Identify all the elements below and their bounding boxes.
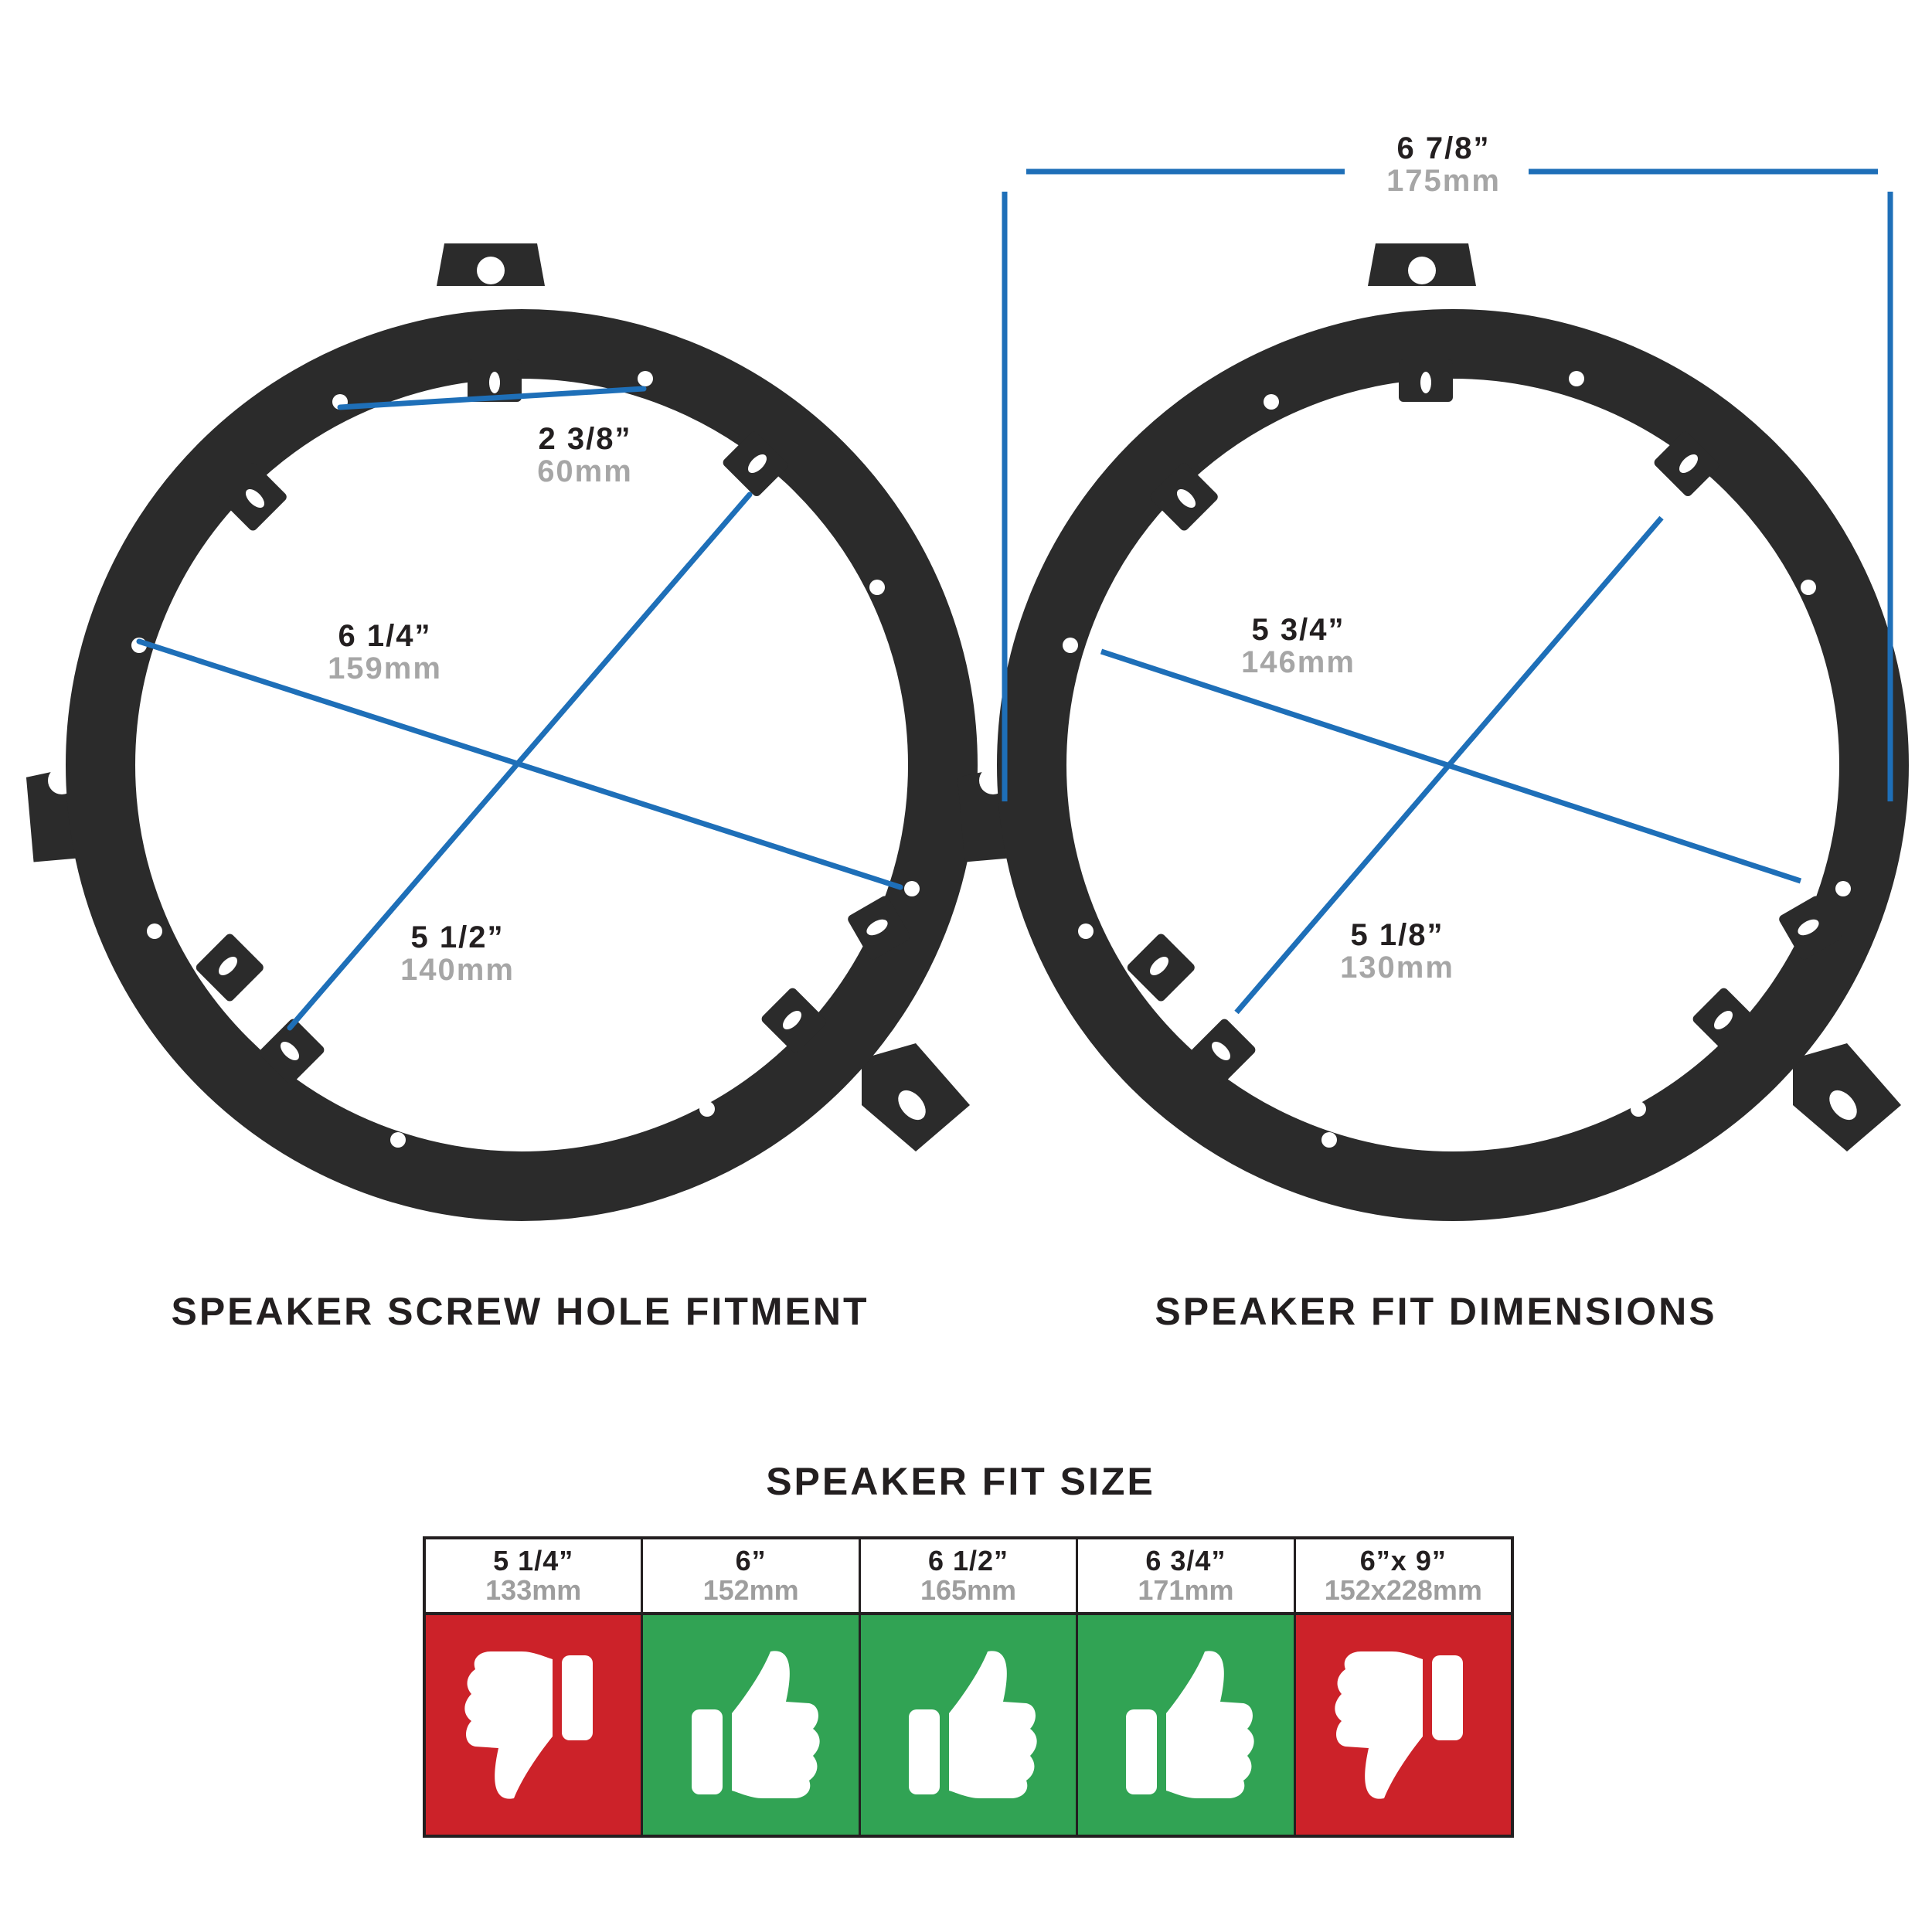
left-adapter-ring xyxy=(26,243,970,1186)
fit-size-header: 5 1/4” 133mm xyxy=(426,1539,641,1612)
fit-status-yes xyxy=(860,1615,1077,1835)
fit-status-yes xyxy=(643,1615,859,1835)
fit-status-no xyxy=(426,1615,641,1835)
dimension-label-bolt-circle-2: 5 1/2” 140mm xyxy=(400,920,515,987)
dimension-label-bolt-circle-1: 6 1/4” 159mm xyxy=(328,619,442,685)
fit-size-header: 6 3/4” 171mm xyxy=(1078,1539,1294,1612)
caption-fit-size: SPEAKER FIT SIZE xyxy=(766,1460,1155,1503)
thumbs-up-icon xyxy=(909,1651,1037,1798)
left-dimension-lines xyxy=(136,386,903,1031)
fit-column-5-25: 5 1/4” 133mm xyxy=(426,1539,641,1835)
fit-size-header: 6”x 9” 152x228mm xyxy=(1295,1539,1512,1612)
fit-status-yes xyxy=(1078,1615,1294,1835)
caption-fit-dimensions: SPEAKER FIT DIMENSIONS xyxy=(1155,1290,1717,1333)
thumbs-up-icon xyxy=(691,1651,820,1798)
right-dimension-lines xyxy=(1002,168,1893,1015)
fit-column-6-75: 6 3/4” 171mm xyxy=(1078,1539,1294,1835)
thumbs-up-icon xyxy=(1126,1651,1255,1798)
speaker-fit-size-table: 5 1/4” 133mm 6” 152mm xyxy=(423,1536,1514,1838)
dimension-label-hole-spacing: 2 3/8” 60mm xyxy=(537,422,633,488)
right-adapter-ring xyxy=(957,243,1901,1186)
fit-column-6: 6” 152mm xyxy=(643,1539,859,1835)
caption-screw-hole-fitment: SPEAKER SCREW HOLE FITMENT xyxy=(171,1290,869,1333)
thumbs-down-icon xyxy=(1335,1651,1463,1799)
thumbs-down-icon xyxy=(464,1651,594,1799)
fit-size-header: 6 1/2” 165mm xyxy=(860,1539,1077,1612)
fit-column-6x9: 6”x 9” 152x228mm xyxy=(1295,1539,1512,1835)
dimension-label-inner-2: 5 1/8” 130mm xyxy=(1340,918,1454,985)
fit-status-no xyxy=(1295,1615,1512,1835)
dimension-label-outer-width: 6 7/8” 175mm xyxy=(1386,131,1501,198)
fit-column-6-5: 6 1/2” 165mm xyxy=(860,1539,1077,1835)
fit-size-header: 6” 152mm xyxy=(643,1539,859,1612)
dimension-label-inner-1: 5 3/4” 146mm xyxy=(1241,613,1355,679)
